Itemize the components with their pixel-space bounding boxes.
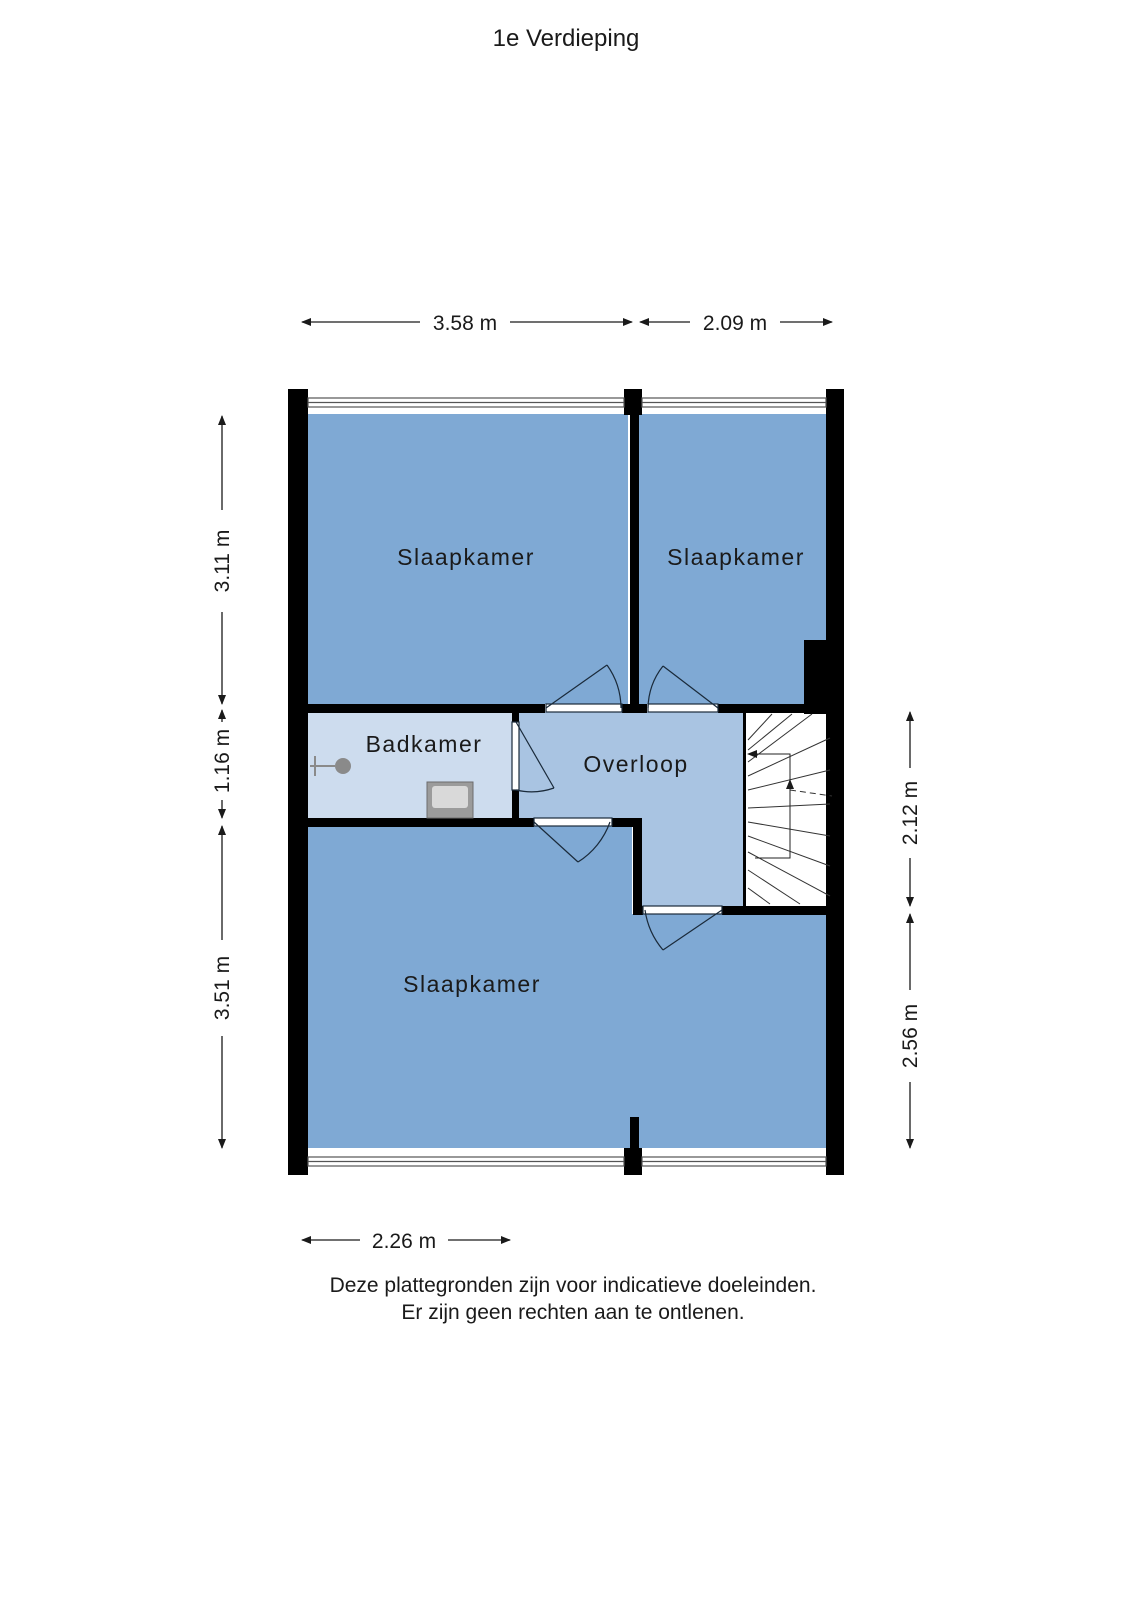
dim-top-right: 2.09 m [703, 312, 767, 335]
label-badkamer: Badkamer [366, 731, 483, 757]
dim-left-middle: 1.16 m [211, 729, 234, 793]
disclaimer-line-2: Er zijn geen rechten aan te ontlenen. [401, 1301, 744, 1324]
dim-right-upper: 2.12 m [899, 781, 922, 845]
dim-right-lower: 2.56 m [899, 1004, 922, 1068]
label-slaapkamer-top-right: Slaapkamer [667, 544, 805, 570]
sink-icon [426, 781, 474, 819]
dim-top-left: 3.58 m [433, 312, 497, 335]
staircase [747, 713, 833, 905]
dim-bottom: 2.26 m [372, 1230, 436, 1253]
label-slaapkamer-bottom: Slaapkamer [403, 971, 541, 997]
room-slaapkamer-top-left [300, 414, 628, 704]
dimension-lines [218, 318, 914, 1244]
label-overloop: Overloop [583, 751, 688, 777]
room-slaapkamer-top-right [638, 414, 832, 704]
label-slaapkamer-top-left: Slaapkamer [397, 544, 535, 570]
dim-left-upper: 3.11 m [211, 530, 234, 593]
room-slaapkamer-bottom [300, 826, 832, 1148]
windows [307, 397, 827, 1167]
stairwell [743, 712, 832, 906]
dim-left-lower: 3.51 m [211, 956, 234, 1020]
shower-icon [310, 756, 351, 776]
room-overloop [518, 712, 743, 906]
floor-title: 1e Verdieping [493, 25, 640, 52]
disclaimer-line-1: Deze plattegronden zijn voor indicatieve… [330, 1274, 817, 1297]
doors [511, 664, 723, 951]
walls [288, 389, 844, 1175]
